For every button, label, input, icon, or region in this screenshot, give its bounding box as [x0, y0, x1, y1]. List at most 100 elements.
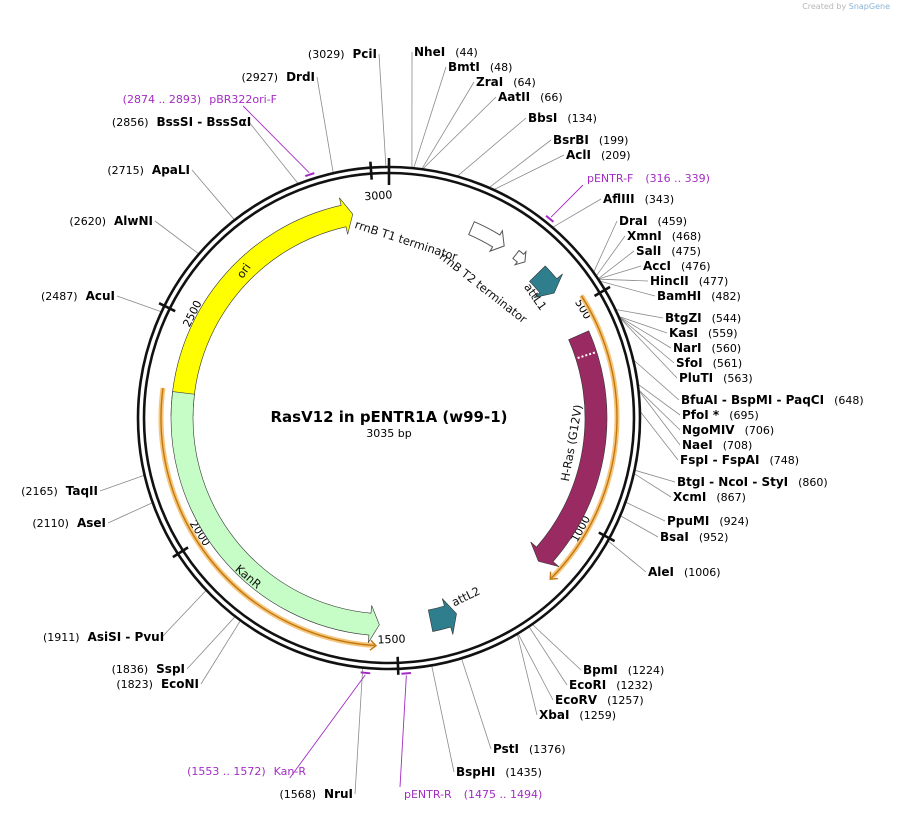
leader-hincii	[599, 278, 649, 282]
enzyme-label-pluti: PluTI (563)	[679, 371, 753, 385]
enzyme-xbai[interactable]: XbaI(1259)	[539, 708, 616, 722]
enzyme-bsrbi[interactable]: BsrBI(199)	[553, 133, 628, 147]
enzyme-econi[interactable]: (1823)EcoNI	[116, 677, 199, 691]
enzyme-apali[interactable]: (2715)ApaLI	[107, 163, 190, 177]
enzyme-asei[interactable]: (2110)AseI	[32, 516, 106, 530]
enzyme-label-ngomiv: NgoMIV(706)	[682, 423, 774, 437]
enzyme-label-ecorv: EcoRV(1257)	[555, 693, 644, 707]
enzyme-position: (476)	[681, 260, 711, 273]
enzyme-name: NaeI	[682, 438, 713, 452]
enzyme-aatii[interactable]: AatII(66)	[498, 90, 563, 104]
enzyme-position: (459)	[657, 215, 687, 228]
enzyme-bmti[interactable]: BmtI(48)	[448, 60, 512, 74]
enzyme-drai[interactable]: DraI(459)	[619, 214, 687, 228]
enzyme-pfoi[interactable]: PfoI *(695)	[682, 408, 759, 422]
enzyme-name: BssSI	[157, 115, 194, 129]
enzyme-sspi[interactable]: (1836)SspI	[112, 662, 185, 676]
enzyme-bamhi[interactable]: BamHI(482)	[657, 289, 741, 303]
enzyme-kasi[interactable]: KasI(559)	[669, 326, 738, 340]
enzyme-position: (559)	[708, 327, 738, 340]
enzyme-name: BpmI	[583, 663, 618, 677]
enzyme-nrui[interactable]: (1568)NruI	[279, 787, 353, 801]
enzyme-zrai[interactable]: ZraI(64)	[476, 75, 536, 89]
leader-sali	[598, 250, 635, 279]
feature-rrnb-t2[interactable]	[512, 249, 527, 266]
enzyme-bpmi[interactable]: BpmI (1224)	[583, 663, 664, 677]
enzyme-asisi-pvui[interactable]: (1911)AsiSI - PvuI	[43, 630, 164, 644]
enzyme-position: (468)	[672, 230, 702, 243]
enzyme-drdi[interactable]: (2927)DrdI	[241, 70, 315, 84]
feature-attl1[interactable]	[529, 265, 563, 298]
leader-ngomiv	[639, 390, 681, 431]
enzyme-name: DrdI	[286, 70, 315, 84]
enzyme-bsai[interactable]: BsaI(952)	[660, 530, 728, 544]
enzyme-xcmi[interactable]: XcmI(867)	[673, 490, 746, 504]
enzyme-nhei[interactable]: NheI(44)	[414, 45, 478, 59]
enzyme-alei[interactable]: AleI(1006)	[648, 565, 721, 579]
enzyme-afliii[interactable]: AflIII(343)	[603, 192, 674, 206]
enzyme-position: (924)	[719, 515, 749, 528]
enzyme-ppumi[interactable]: PpuMI(924)	[667, 514, 749, 528]
enzyme-naei[interactable]: NaeI(708)	[682, 438, 752, 452]
enzyme-label-bsphi: BspHI(1435)	[456, 765, 542, 779]
enzyme-position: (1224)	[628, 664, 665, 677]
enzyme-position: (2110)	[32, 517, 69, 530]
enzyme-acci[interactable]: AccI(476)	[643, 259, 711, 273]
enzyme-position: (2165)	[21, 485, 58, 498]
enzyme-acli[interactable]: AclI(209)	[566, 148, 631, 162]
primer-range: (316 .. 339)	[645, 172, 710, 185]
enzyme-isoschizomers: - BssSαI	[193, 115, 251, 129]
enzyme-psti[interactable]: PstI(1376)	[493, 742, 566, 756]
enzyme-bsphi[interactable]: BspHI(1435)	[456, 765, 542, 779]
enzyme-bfuai-bspmi-paqci[interactable]: BfuAI - BspMI - PaqCI(648)	[681, 393, 864, 407]
enzyme-alwni[interactable]: (2620)AlwNI	[69, 214, 153, 228]
leader-sspi	[186, 616, 235, 670]
leader-alwni	[154, 220, 199, 254]
enzyme-name: AleI	[648, 565, 674, 579]
enzyme-hincii[interactable]: HincII(477)	[650, 274, 728, 288]
leader-naei	[639, 391, 681, 446]
feature-kanr[interactable]	[170, 391, 380, 643]
enzyme-ecori[interactable]: EcoRI(1232)	[569, 678, 653, 692]
leader-econi	[200, 621, 241, 685]
enzyme-name: PluTI	[679, 371, 713, 385]
primer-pentr-r[interactable]: pENTR-R(1475 .. 1494)	[401, 672, 543, 801]
enzyme-isoschizomers: - PvuI	[121, 630, 164, 644]
primer-range: (1475 .. 1494)	[464, 788, 543, 801]
enzyme-name: FspI	[680, 453, 708, 467]
enzyme-bsssi-bsss-i[interactable]: (2856)BssSI - BssSαI	[112, 115, 251, 129]
enzyme-bbsi[interactable]: BbsI(134)	[528, 111, 597, 125]
enzyme-sali[interactable]: SalI(475)	[636, 244, 701, 258]
enzyme-ngomiv[interactable]: NgoMIV(706)	[682, 423, 774, 437]
feature-hras[interactable]	[530, 330, 608, 567]
enzyme-sfoi[interactable]: SfoI(561)	[676, 356, 742, 370]
enzyme-btgzi[interactable]: BtgZI(544)	[665, 311, 741, 325]
enzyme-position: (563)	[723, 372, 753, 385]
enzyme-label-pfoi: PfoI *(695)	[682, 408, 759, 422]
orf-hras-line	[550, 295, 618, 579]
enzyme-name: PciI	[353, 47, 378, 61]
enzyme-ecorv[interactable]: EcoRV(1257)	[555, 693, 644, 707]
enzyme-pcii[interactable]: (3029)PciI	[308, 47, 377, 61]
snapgene-credit: Created by SnapGene	[802, 2, 890, 11]
enzyme-position: (1257)	[607, 694, 644, 707]
leader-pluti	[620, 318, 678, 379]
feature-attl2[interactable]	[427, 598, 457, 635]
feature-rrnb-t1[interactable]	[468, 221, 505, 253]
enzyme-btgi-ncoi-styi[interactable]: BtgI - NcoI - StyI(860)	[677, 475, 828, 489]
primer-pbr322ori-f[interactable]: (2874 .. 2893)pBR322ori-F	[123, 93, 315, 178]
primer-kan-r[interactable]: (1553 .. 1572)Kan-R	[187, 671, 371, 778]
enzyme-name: AclI	[566, 148, 591, 162]
enzyme-fspi-fspai[interactable]: FspI - FspAI(748)	[680, 453, 799, 467]
enzyme-pluti[interactable]: PluTI (563)	[679, 371, 753, 385]
enzyme-name: BtgI	[677, 475, 705, 489]
enzyme-nari[interactable]: NarI(560)	[673, 341, 741, 355]
plasmid-name: RasV12 in pENTR1A (w99-1)	[270, 408, 507, 426]
enzyme-xmni[interactable]: XmnI(468)	[627, 229, 701, 243]
enzyme-isoschizomers: - NcoI - StyI	[705, 475, 788, 489]
primer-pentr-f[interactable]: pENTR-F(316 .. 339)	[545, 172, 710, 223]
primer-leader-pentr-r	[399, 675, 407, 788]
enzyme-acui[interactable]: (2487)AcuI	[41, 289, 115, 303]
enzyme-taqii[interactable]: (2165)TaqII	[21, 484, 98, 498]
